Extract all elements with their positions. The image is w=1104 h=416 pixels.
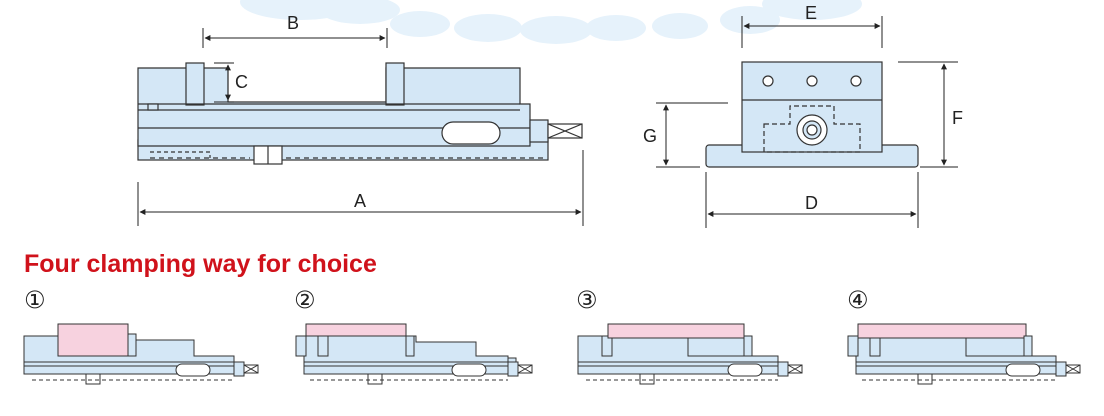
screw-collar <box>529 119 549 143</box>
vise-front-view <box>705 61 919 168</box>
dim-label-f: F <box>952 108 963 128</box>
watermark <box>240 0 862 44</box>
dim-label-b: B <box>287 13 299 33</box>
option-number-3: ③ <box>576 286 598 314</box>
side-dimensions <box>137 28 584 226</box>
clamp-variant-2 <box>295 323 533 385</box>
fixed-jaw <box>185 62 205 106</box>
option-number-2: ② <box>294 286 316 314</box>
vise-side-view <box>137 62 583 165</box>
clamp-variant-3 <box>577 323 803 385</box>
front-dimensions <box>656 16 958 228</box>
dim-label-a: A <box>354 191 366 211</box>
section-title: Four clamping way for choice <box>24 250 377 278</box>
option-number-4: ④ <box>847 286 869 314</box>
dim-label-c: C <box>235 72 248 92</box>
dim-label-e: E <box>805 3 817 23</box>
dim-label-d: D <box>805 193 818 213</box>
option-number-1: ① <box>24 286 46 314</box>
clamp-variant-4 <box>847 323 1081 385</box>
movable-jaw <box>385 62 405 106</box>
side-slot <box>441 121 501 145</box>
dim-label-g: G <box>643 126 657 146</box>
clamp-variant-1 <box>23 323 259 385</box>
